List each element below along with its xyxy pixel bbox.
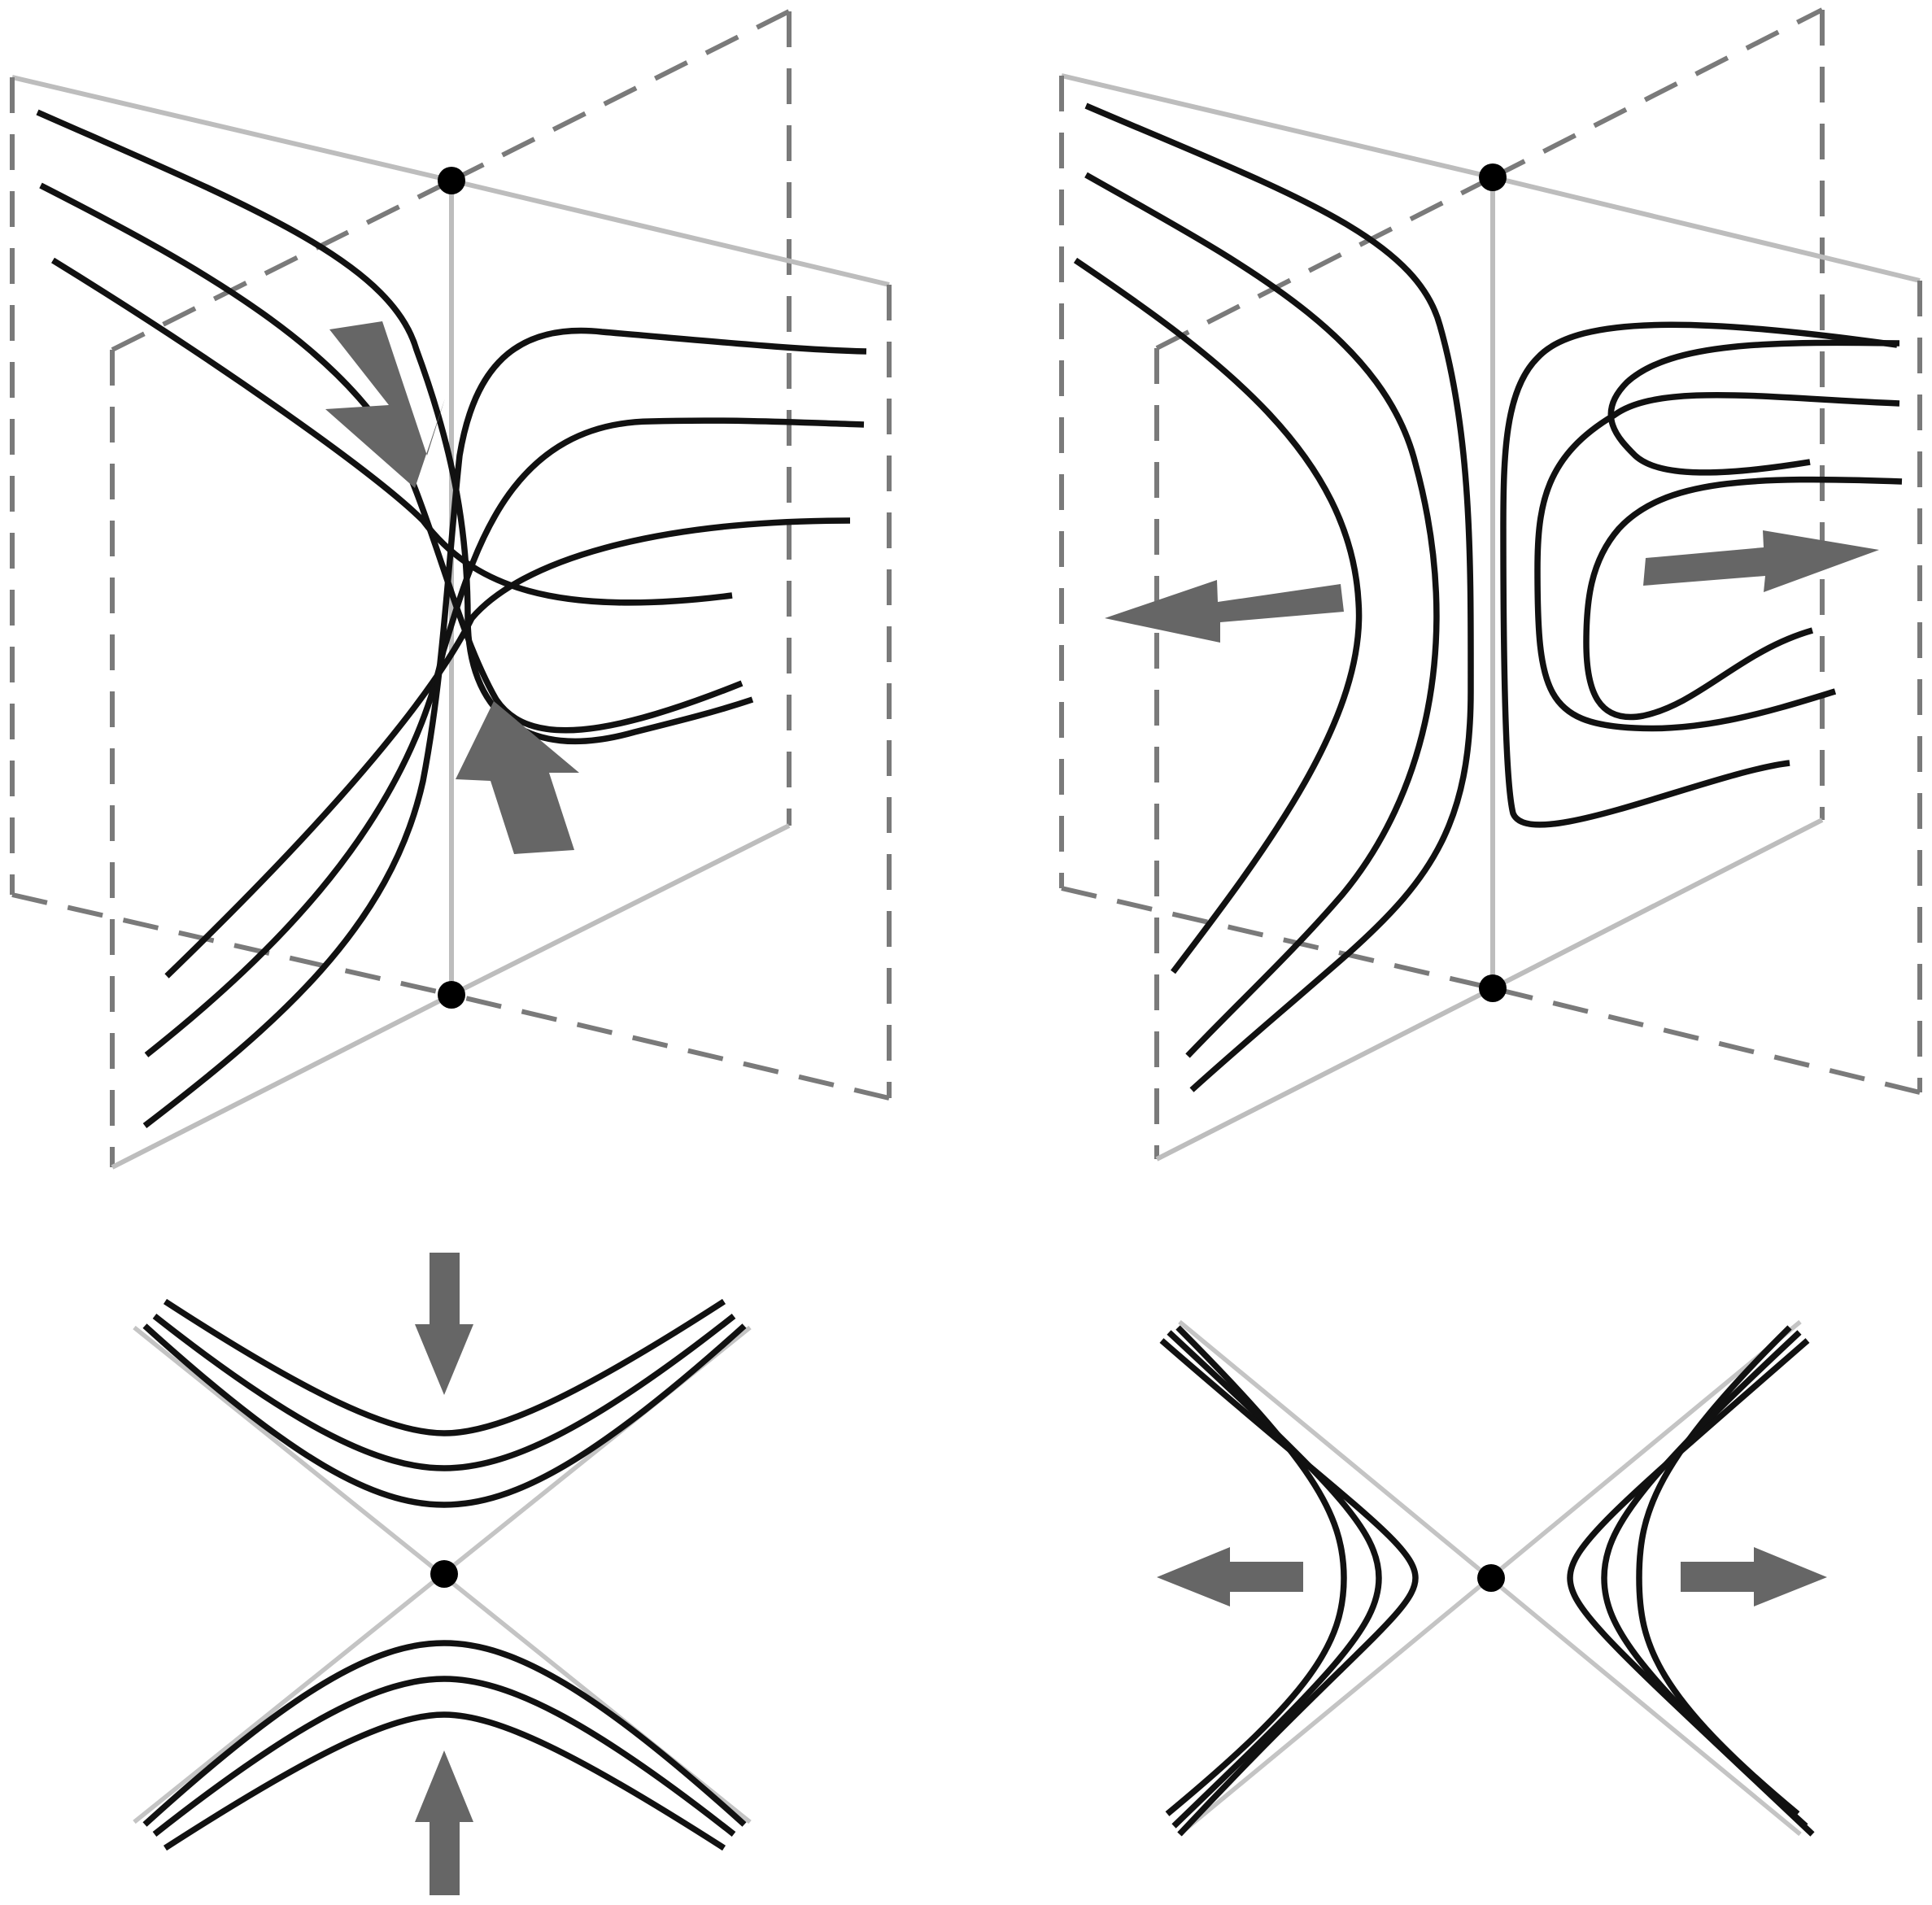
null-point xyxy=(1477,1564,1505,1592)
field-line xyxy=(152,1676,736,1837)
plane-edge xyxy=(111,178,453,352)
field-line xyxy=(51,257,733,606)
arrow-icon xyxy=(1643,530,1879,592)
field-line xyxy=(1073,257,1363,974)
panel-top-left xyxy=(10,9,892,1170)
plane-edge xyxy=(1491,817,1824,991)
arrow-icon xyxy=(456,701,579,854)
panel-bottom-right xyxy=(1157,1319,1827,1837)
null-point xyxy=(1479,163,1507,191)
field-line xyxy=(1084,172,1440,1058)
null-point xyxy=(1479,974,1507,1002)
field-line xyxy=(36,109,754,745)
field-line xyxy=(1159,1338,1419,1837)
field-line xyxy=(1583,476,1903,721)
field-line xyxy=(163,1711,726,1851)
plane-edge xyxy=(1492,986,1921,1095)
panel-top-right xyxy=(1059,7,1922,1162)
arrow-icon xyxy=(325,321,445,488)
field-line xyxy=(144,417,865,1057)
plane-edge xyxy=(1155,175,1494,351)
null-point xyxy=(438,981,465,1009)
plane-edge xyxy=(450,9,791,183)
field-line xyxy=(142,1640,747,1827)
field-line xyxy=(152,1314,736,1471)
arrow-icon xyxy=(1681,1547,1827,1606)
field-line xyxy=(142,1323,747,1508)
plane-edge xyxy=(451,178,890,287)
panel-bottom-left xyxy=(133,1253,752,1895)
plane-edge xyxy=(111,992,453,1170)
null-point xyxy=(438,167,465,194)
plane-edge xyxy=(1155,986,1494,1162)
field-line xyxy=(163,1298,726,1436)
field-line xyxy=(1567,1338,1815,1837)
plane-edge xyxy=(451,992,890,1101)
field-line xyxy=(142,327,867,1128)
plane-edge xyxy=(1491,7,1824,180)
arrow-icon xyxy=(415,1253,473,1395)
plane-edge xyxy=(1492,175,1921,283)
plane-edge xyxy=(11,892,452,997)
plane-edge xyxy=(1061,886,1494,991)
arrow-icon xyxy=(1105,580,1344,643)
plane-edge xyxy=(450,823,791,997)
null-point xyxy=(430,1560,458,1588)
field-line xyxy=(1500,321,1898,828)
arrow-icon xyxy=(415,1750,473,1895)
plane-edge xyxy=(11,75,452,183)
arrow-icon xyxy=(1157,1547,1303,1606)
field-line xyxy=(1607,339,1900,476)
field-line xyxy=(39,182,744,734)
field-line xyxy=(1084,102,1474,1092)
plane-edge xyxy=(1061,73,1494,180)
field-line xyxy=(1534,391,1900,732)
field-line xyxy=(164,517,851,979)
